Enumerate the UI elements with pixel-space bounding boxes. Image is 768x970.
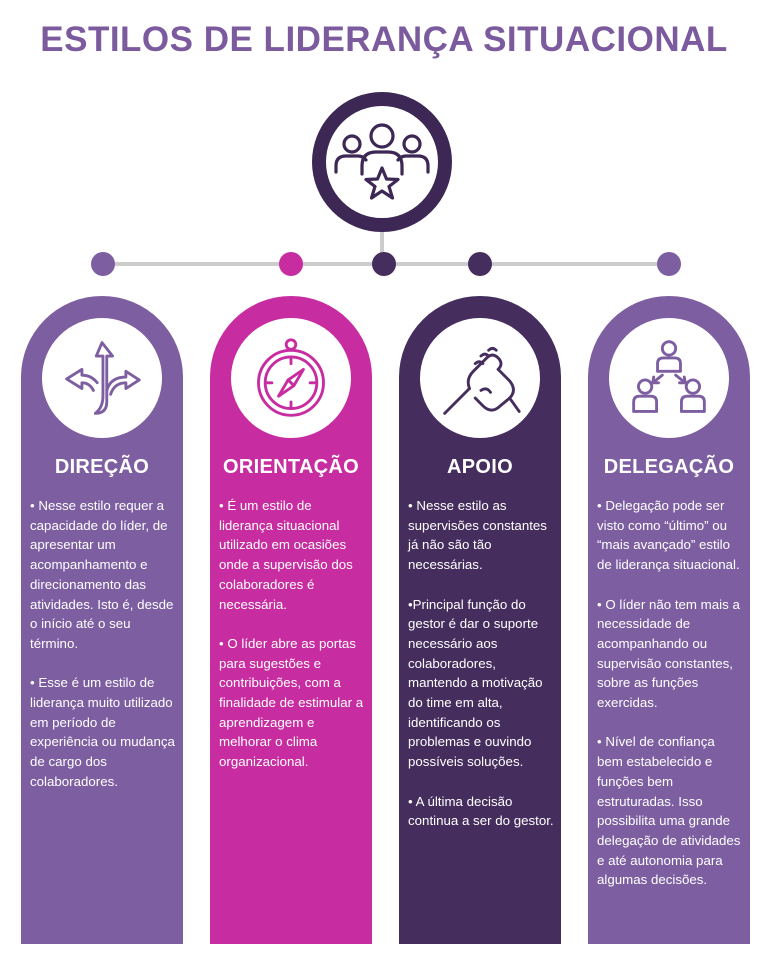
column-body: • É um estilo de liderança situacional u… <box>219 496 366 792</box>
column-paragraph: • Esse é um estilo de liderança muito ut… <box>30 675 175 789</box>
compass-icon <box>257 338 325 417</box>
column-icon-circle <box>42 318 162 438</box>
handshake-icon <box>443 346 521 415</box>
split-arrows-icon <box>65 341 141 415</box>
column-paragraph: • Delegação pode ser visto como “último”… <box>597 498 740 573</box>
column-title: DIREÇÃO <box>54 456 150 478</box>
column-paragraph: • Nesse estilo as supervisões constantes… <box>408 498 547 573</box>
team-leader-star-icon <box>334 123 430 200</box>
column-orientacao: ORIENTAÇÃO • É um estilo de liderança si… <box>210 296 372 944</box>
column-title: DELEGAÇÃO <box>603 456 735 478</box>
column-body: • Delegação pode ser visto como “último”… <box>597 496 744 910</box>
column-paragraph: • Nível de confiança bem estabelecido e … <box>597 734 741 888</box>
column-body: • Nesse estilo requer a capacidade do lí… <box>30 496 177 811</box>
column-direcao: DIREÇÃO • Nesse estilo requer a capacida… <box>21 296 183 944</box>
column-title: APOIO <box>447 456 513 478</box>
column-paragraph: • O líder não tem mais a necessidade de … <box>597 596 740 711</box>
column-icon-circle <box>231 318 351 438</box>
column-apoio: APOIO • Nesse estilo as supervisões cons… <box>399 296 561 944</box>
hub-connector-stem <box>380 232 384 264</box>
connector-dot <box>91 252 115 276</box>
column-delegacao: DELEGAÇÃO • Delegação pode ser visto com… <box>588 296 750 944</box>
column-title: ORIENTAÇÃO <box>223 456 359 478</box>
column-paragraph: • Nesse estilo requer a capacidade do lí… <box>30 498 174 651</box>
connector-dot <box>372 252 396 276</box>
column-body: • Nesse estilo as supervisões constantes… <box>408 496 555 851</box>
connector-dot <box>657 252 681 276</box>
page-title: ESTILOS DE LIDERANÇA SITUACIONAL <box>40 20 728 59</box>
column-paragraph: •Principal função do gestor é dar o supo… <box>408 596 543 770</box>
connector-dot <box>468 252 492 276</box>
hub-circle <box>312 92 452 232</box>
column-icon-circle <box>420 318 540 438</box>
connector-dot <box>279 252 303 276</box>
delegation-hierarchy-icon <box>632 340 706 413</box>
column-paragraph: • É um estilo de liderança situacional u… <box>219 498 353 612</box>
column-icon-circle <box>609 318 729 438</box>
column-paragraph: • O líder abre as portas para sugestões … <box>219 635 364 770</box>
column-paragraph: • A última decisão continua a ser do ges… <box>408 793 554 829</box>
